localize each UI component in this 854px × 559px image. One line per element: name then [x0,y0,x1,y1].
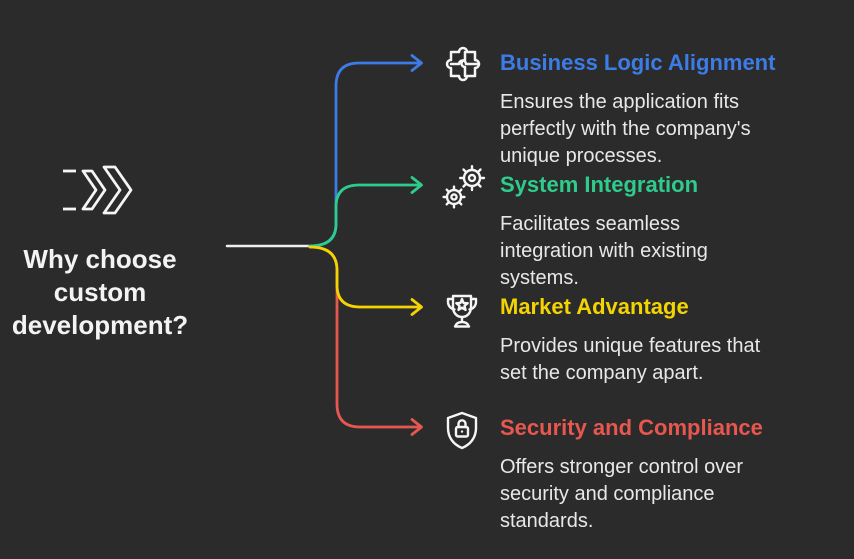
branch-description: Facilitates seamless integration with ex… [500,213,708,289]
branch-title: System Integration [500,172,699,197]
branch-description: Ensures the application fits perfectly w… [500,91,751,167]
puzzle-icon [441,40,489,88]
trophy-icon [438,287,486,335]
shield-lock-icon [438,407,486,455]
branch-title: Business Logic Alignment [500,50,776,75]
branch-security-and-compliance: Security and Compliance Offers stronger … [500,414,778,535]
connector-system-integration [308,176,423,248]
connector-business-logic-alignment [308,54,423,248]
root-topic-title: Why choose custom development? [11,244,189,340]
branch-system-integration: System Integration Facilitates seamless … [500,171,778,292]
branch-title: Market Advantage [500,294,689,319]
branch-business-logic-alignment: Business Logic Alignment Ensures the app… [500,49,778,170]
branch-title: Security and Compliance [500,415,763,440]
branch-description: Offers stronger control over security an… [500,456,744,532]
connector-market-advantage [308,245,423,316]
branch-market-advantage: Market Advantage Provides unique feature… [500,293,778,387]
fast-forward-chevrons-icon [58,164,140,216]
gears-icon [440,163,488,211]
branch-description: Provides unique features that set the co… [500,335,761,384]
connector-security-and-compliance [308,245,423,436]
